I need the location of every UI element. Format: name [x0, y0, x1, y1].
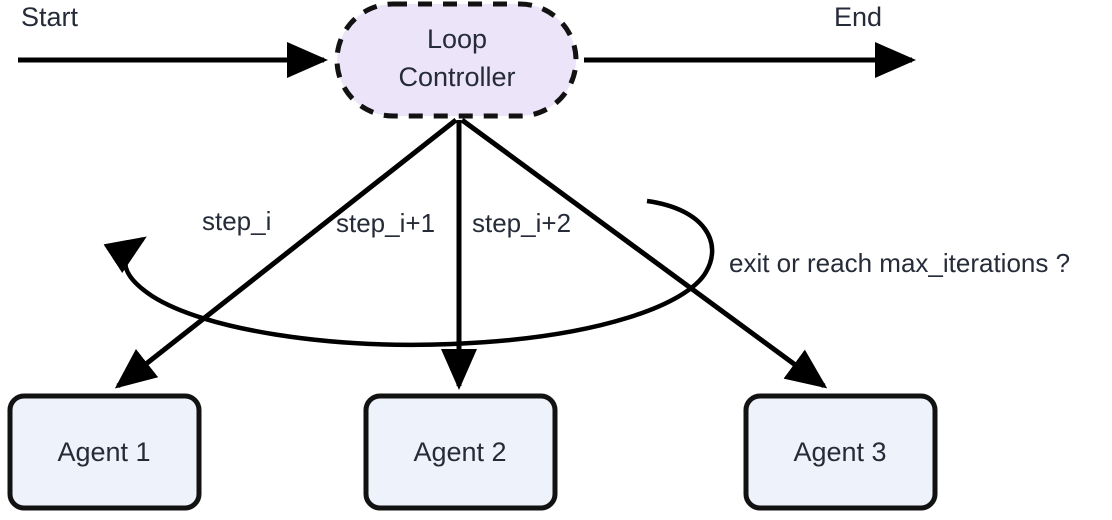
node-agent-2[interactable]	[363, 393, 558, 511]
node-agent-1[interactable]	[7, 393, 202, 511]
node-loop-controller[interactable]	[334, 1, 579, 119]
node-agent-3[interactable]	[743, 393, 938, 511]
edge-controller-to-agent-3	[460, 117, 828, 389]
agent-2-label: Agent 2	[413, 437, 506, 467]
edge-feedback-loop	[103, 198, 715, 348]
edge-label-feedback: exit or reach max_iterations ?	[729, 248, 1070, 278]
agent-1-label: Agent 1	[57, 437, 150, 467]
edge-controller-to-agent-1	[114, 118, 458, 389]
agent-3-label: Agent 3	[793, 437, 886, 467]
edge-label-step-i-plus-2: step_i+2	[472, 208, 571, 238]
loop-controller-label-line2: Controller	[398, 62, 515, 92]
loop-controller-label-line1: Loop	[427, 24, 487, 54]
end-label: End	[834, 2, 882, 32]
edge-label-step-i-plus-1: step_i+1	[336, 208, 435, 238]
edge-label-step-i: step_i	[202, 206, 271, 236]
start-label: Start	[21, 2, 79, 32]
